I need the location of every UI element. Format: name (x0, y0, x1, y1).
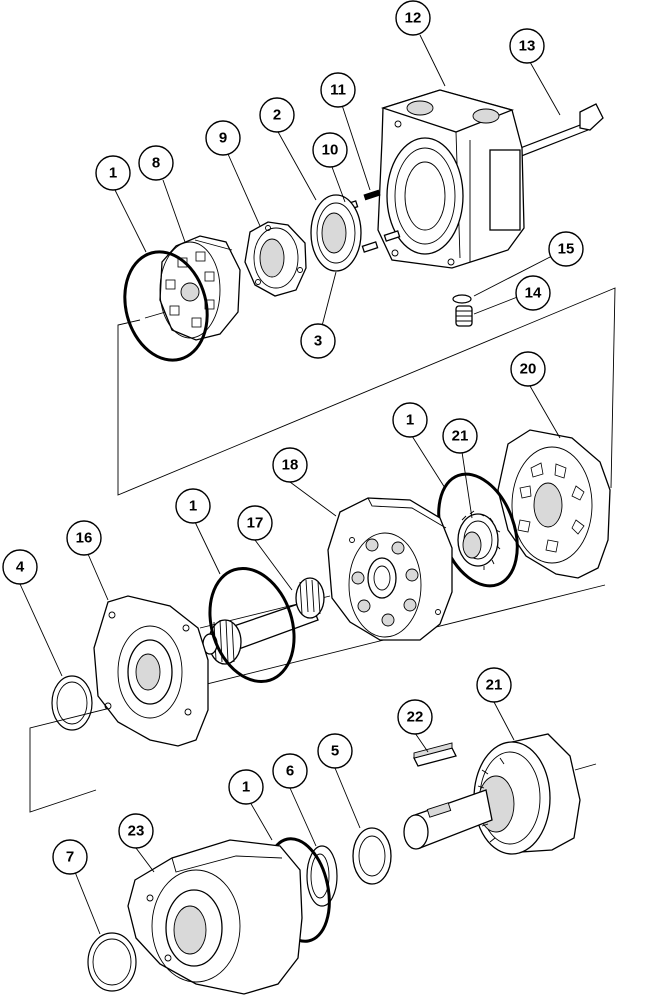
callout-10-label: 10 (322, 142, 339, 159)
part-12-housing (377, 89, 525, 269)
part-17-shaft (202, 577, 325, 665)
callout-16: 16 (66, 520, 102, 556)
callout-1a: 1 (95, 155, 131, 191)
callout-4-label: 4 (16, 559, 25, 576)
callout-14-label: 14 (525, 285, 542, 302)
part-14-plug (455, 305, 473, 327)
callout-20-label: 20 (520, 361, 537, 378)
callout-9: 9 (205, 120, 241, 156)
callout-21a: 21 (442, 418, 478, 454)
callout-1c: 1 (175, 488, 211, 524)
callout-22-label: 22 (407, 709, 424, 726)
callout-17: 17 (237, 505, 273, 541)
part-21-gear (457, 510, 501, 570)
callout-5: 5 (317, 733, 353, 769)
callout-6: 6 (272, 753, 308, 789)
callout-10: 10 (312, 132, 348, 168)
part-18-housing (327, 497, 453, 641)
callout-16-label: 16 (76, 530, 93, 547)
callout-13: 13 (509, 28, 545, 64)
part-23-flange-housing (127, 839, 303, 995)
callout-11: 11 (320, 72, 356, 108)
callout-18-label: 18 (282, 457, 299, 474)
part-4-ring (51, 675, 93, 731)
part-21-output-shaft (403, 733, 581, 855)
callout-12-label: 12 (405, 10, 422, 27)
callout-21a-label: 21 (452, 428, 469, 445)
part-7-ring (87, 932, 137, 992)
callout-23-label: 23 (128, 823, 145, 840)
callout-17-label: 17 (247, 515, 264, 532)
callout-1d: 1 (228, 769, 264, 805)
part-15-ring (452, 294, 472, 304)
callout-11-label: 11 (330, 82, 346, 99)
part-22-key (413, 742, 457, 767)
callout-1b-label: 1 (406, 412, 414, 429)
callout-1c-label: 1 (189, 498, 197, 515)
callout-9-label: 9 (219, 130, 227, 147)
callout-22: 22 (397, 699, 433, 735)
callout-7: 7 (52, 839, 88, 875)
callout-21b-label: 21 (486, 677, 503, 694)
callout-18: 18 (272, 447, 308, 483)
callout-23: 23 (118, 813, 154, 849)
part-2-seal (310, 194, 362, 272)
part-1-oring-top (123, 250, 209, 362)
part-1-oring-mid-left (208, 566, 296, 684)
callout-15-label: 15 (558, 241, 575, 258)
callout-14: 14 (515, 275, 551, 311)
part-16-flange (93, 595, 209, 747)
callout-6-label: 6 (286, 763, 294, 780)
callout-1b: 1 (392, 402, 428, 438)
part-20-plate (497, 429, 611, 579)
part-9-plate (244, 221, 307, 297)
callout-5-label: 5 (331, 743, 339, 760)
callout-15: 15 (548, 231, 584, 267)
callout-2-label: 2 (273, 107, 281, 124)
callout-8: 8 (138, 145, 174, 181)
callout-3-label: 3 (314, 333, 322, 350)
part-6-seal (306, 845, 338, 907)
part-5-seal (352, 827, 392, 885)
callout-13-label: 13 (519, 38, 536, 55)
part-11-pins (363, 189, 401, 242)
callout-20: 20 (510, 351, 546, 387)
callout-3: 3 (300, 323, 336, 359)
callout-2: 2 (259, 97, 295, 133)
callout-21b: 21 (476, 667, 512, 703)
callout-12: 12 (395, 0, 431, 36)
callout-7-label: 7 (66, 849, 74, 866)
leader-lines (19, 34, 561, 935)
callout-1d-label: 1 (242, 779, 250, 796)
callout-8-label: 8 (152, 155, 160, 172)
callout-1a-label: 1 (109, 165, 117, 182)
callout-4: 4 (2, 549, 38, 585)
part-8-rotor (159, 235, 241, 341)
